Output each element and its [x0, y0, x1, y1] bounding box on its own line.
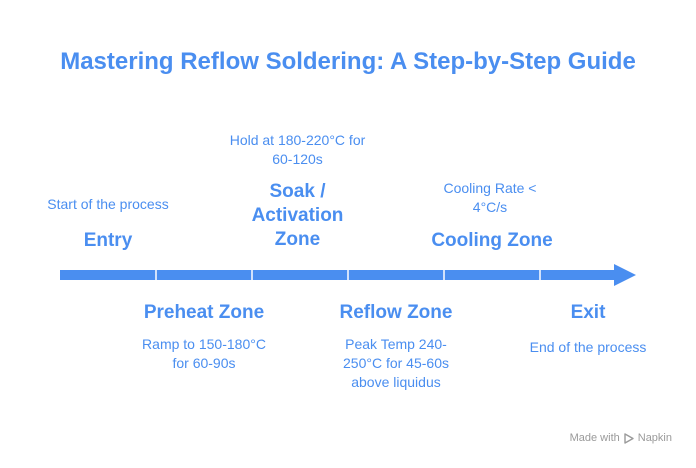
stage-soak-label: Soak / Activation Zone	[251, 181, 344, 250]
timeline-bar	[60, 270, 620, 280]
stage-exit-label: Exit	[570, 302, 606, 323]
stage-exit-description: End of the process	[529, 339, 647, 355]
stage-preheat-description: Ramp to 150-180°C for 60-90s	[142, 336, 266, 371]
diagram-title: Mastering Reflow Soldering: A Step-by-St…	[60, 48, 636, 75]
stage-reflow-label: Reflow Zone	[339, 302, 453, 323]
stage-cooling-label: Cooling Zone	[431, 230, 553, 251]
watermark-made-with: Made with	[569, 432, 620, 444]
watermark-brand: Napkin	[637, 432, 672, 444]
napkin-logo-icon	[624, 432, 634, 444]
stage-cooling-description: Cooling Rate < 4°C/s	[443, 180, 537, 215]
stage-preheat-label: Preheat Zone	[143, 302, 265, 323]
stage-soak-description: Hold at 180-220°C for 60-120s	[229, 132, 366, 167]
timeline-arrowhead	[614, 264, 636, 286]
napkin-watermark: Made with Napkin	[570, 432, 672, 444]
stage-entry-label: Entry	[83, 230, 133, 251]
stage-entry-description: Start of the process	[47, 196, 169, 212]
stage-reflow-description: Peak Temp 240-250°C for 45-60s above liq…	[343, 336, 449, 390]
